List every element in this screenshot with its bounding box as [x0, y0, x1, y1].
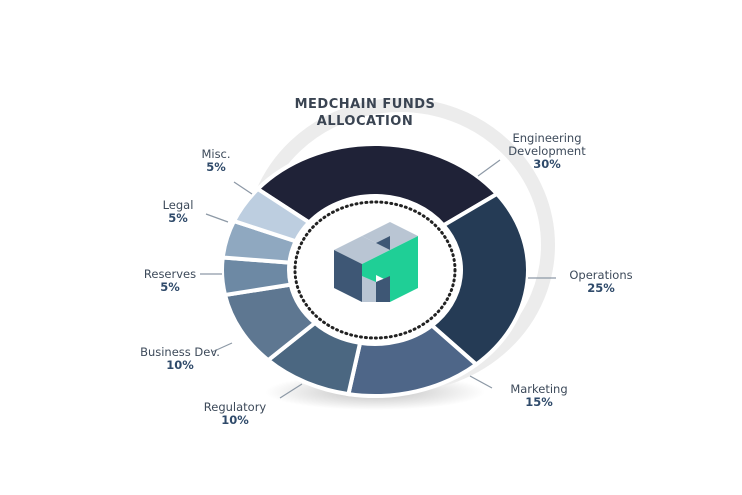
dotted-ring [293, 200, 457, 340]
leader-line [211, 342, 233, 353]
label-text: Business Dev. [140, 345, 220, 359]
medchain-logo [334, 222, 418, 302]
label-text: Engineering [512, 131, 582, 145]
label-pct: 10% [221, 413, 249, 427]
leader-line [279, 383, 303, 399]
label-pct: 5% [160, 280, 180, 294]
title-line: MEDCHAIN FUNDS [294, 97, 436, 112]
label-pct: 30% [533, 157, 561, 171]
title-line: ALLOCATION [316, 114, 414, 129]
label-text: Misc. [201, 147, 231, 161]
label-text: Operations [569, 268, 633, 282]
label-text: Development [508, 144, 586, 158]
label-pct: 15% [525, 395, 553, 409]
leader-line [205, 213, 229, 223]
label-text: Marketing [510, 382, 568, 396]
label-text: Legal [162, 198, 194, 212]
label-pct: 5% [168, 211, 188, 225]
leader-line [469, 375, 493, 389]
label-text: Regulatory [203, 400, 267, 414]
leader-line [233, 181, 253, 195]
label-misc: Misc.5% [186, 148, 246, 174]
label-pct: 10% [166, 358, 194, 372]
label-pct: 5% [206, 160, 226, 174]
chart-title: MEDCHAIN FUNDS ALLOCATION [270, 96, 460, 130]
label-pct: 25% [587, 281, 615, 295]
label-text: Reserves [143, 267, 197, 281]
leader-line [477, 159, 501, 177]
label-business-dev: Business Dev.10% [125, 346, 235, 372]
